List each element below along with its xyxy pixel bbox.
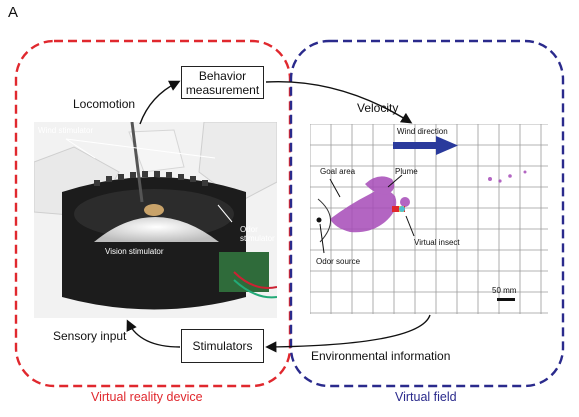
sensory-input-label: Sensory input: [53, 329, 127, 343]
velocity-label: Velocity: [357, 101, 399, 115]
wind-stimulator-label: Wind stimulator: [38, 126, 94, 135]
virtual-insect-label: Virtual insect: [414, 238, 460, 247]
wind-direction-label: Wind direction: [397, 127, 448, 136]
stimulators-text: Stimulators: [192, 339, 253, 353]
scale-bar: [497, 298, 515, 301]
scale-label: 50 mm: [492, 286, 517, 295]
goal-area-arc: [317, 198, 331, 243]
virtual-field-frame: [289, 39, 565, 388]
environmental-information-label: Environmental information: [311, 349, 451, 363]
odor-source-point: [316, 217, 322, 223]
arrow-sensory: [126, 319, 181, 348]
virtual-field-map: [310, 124, 548, 314]
locomotion-label: Locomotion: [73, 97, 136, 111]
goal-area-label: Goal area: [320, 167, 356, 176]
stimulators-box: Stimulators: [181, 329, 264, 363]
wind-direction-arrow: [393, 136, 458, 155]
device-photo: [34, 122, 277, 318]
odor-plume: [330, 170, 527, 233]
odor-source-label: Odor source: [316, 257, 361, 266]
arrow-locomotion: [139, 80, 181, 125]
behavior-measurement-text: Behavior measurement: [185, 68, 260, 97]
virtual-reality-device-caption: Virtual reality device: [91, 390, 203, 404]
plume-label: Plume: [395, 167, 418, 176]
behavior-measurement-box: Behavior measurement: [181, 66, 264, 99]
virtual-field-caption: Virtual field: [395, 390, 457, 404]
arrow-velocity: [265, 80, 413, 124]
arrow-environmental: [265, 314, 431, 353]
odor-stimulator-label: Odor stimulator: [240, 225, 275, 243]
vision-stimulator-label: Vision stimulator: [105, 247, 164, 256]
virtual-insect-marker: [392, 206, 405, 212]
panel-letter: A: [8, 4, 19, 21]
